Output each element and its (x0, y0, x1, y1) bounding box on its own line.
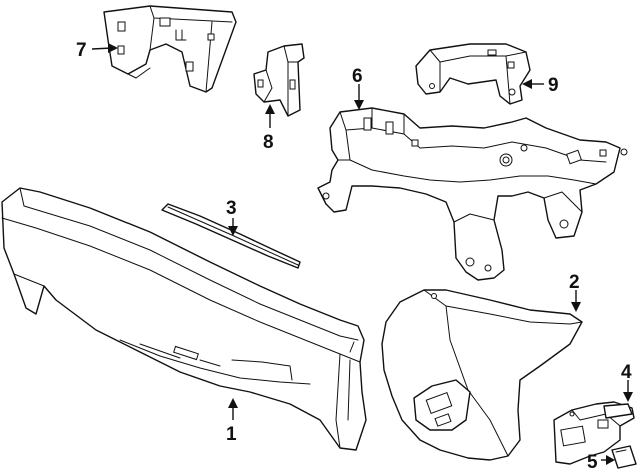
arrow-8 (265, 104, 275, 114)
part-1-bumper-cover (1, 187, 367, 451)
part-3-trim-strip (161, 203, 301, 269)
callouts: 7 8 9 6 3 1 2 4 5 (76, 40, 632, 470)
part-9-bracket (415, 43, 531, 105)
arrow-5 (606, 455, 615, 465)
part-2-end-cap (381, 289, 583, 461)
callout-1: 1 (226, 424, 237, 445)
callout-6: 6 (352, 66, 363, 87)
arrow-4 (623, 392, 633, 402)
callout-4: 4 (621, 362, 632, 383)
callout-5: 5 (587, 452, 598, 470)
callout-2: 2 (569, 272, 580, 293)
arrow-7 (108, 43, 118, 53)
callout-7: 7 (76, 40, 87, 61)
part-5-clip (611, 445, 637, 469)
callout-9: 9 (548, 75, 559, 96)
part-6-support-assembly (317, 107, 628, 281)
leader-lines (91, 43, 633, 465)
arrow-9 (522, 79, 532, 89)
arrow-6 (354, 100, 364, 110)
arrow-2 (571, 302, 581, 312)
callout-3: 3 (226, 198, 237, 219)
part-4-bracket (553, 401, 635, 465)
arrow-3 (228, 226, 238, 236)
part-8-bracket (253, 43, 305, 117)
callout-8: 8 (263, 132, 274, 153)
part-7-bracket (103, 5, 237, 93)
arrow-1 (228, 398, 238, 408)
